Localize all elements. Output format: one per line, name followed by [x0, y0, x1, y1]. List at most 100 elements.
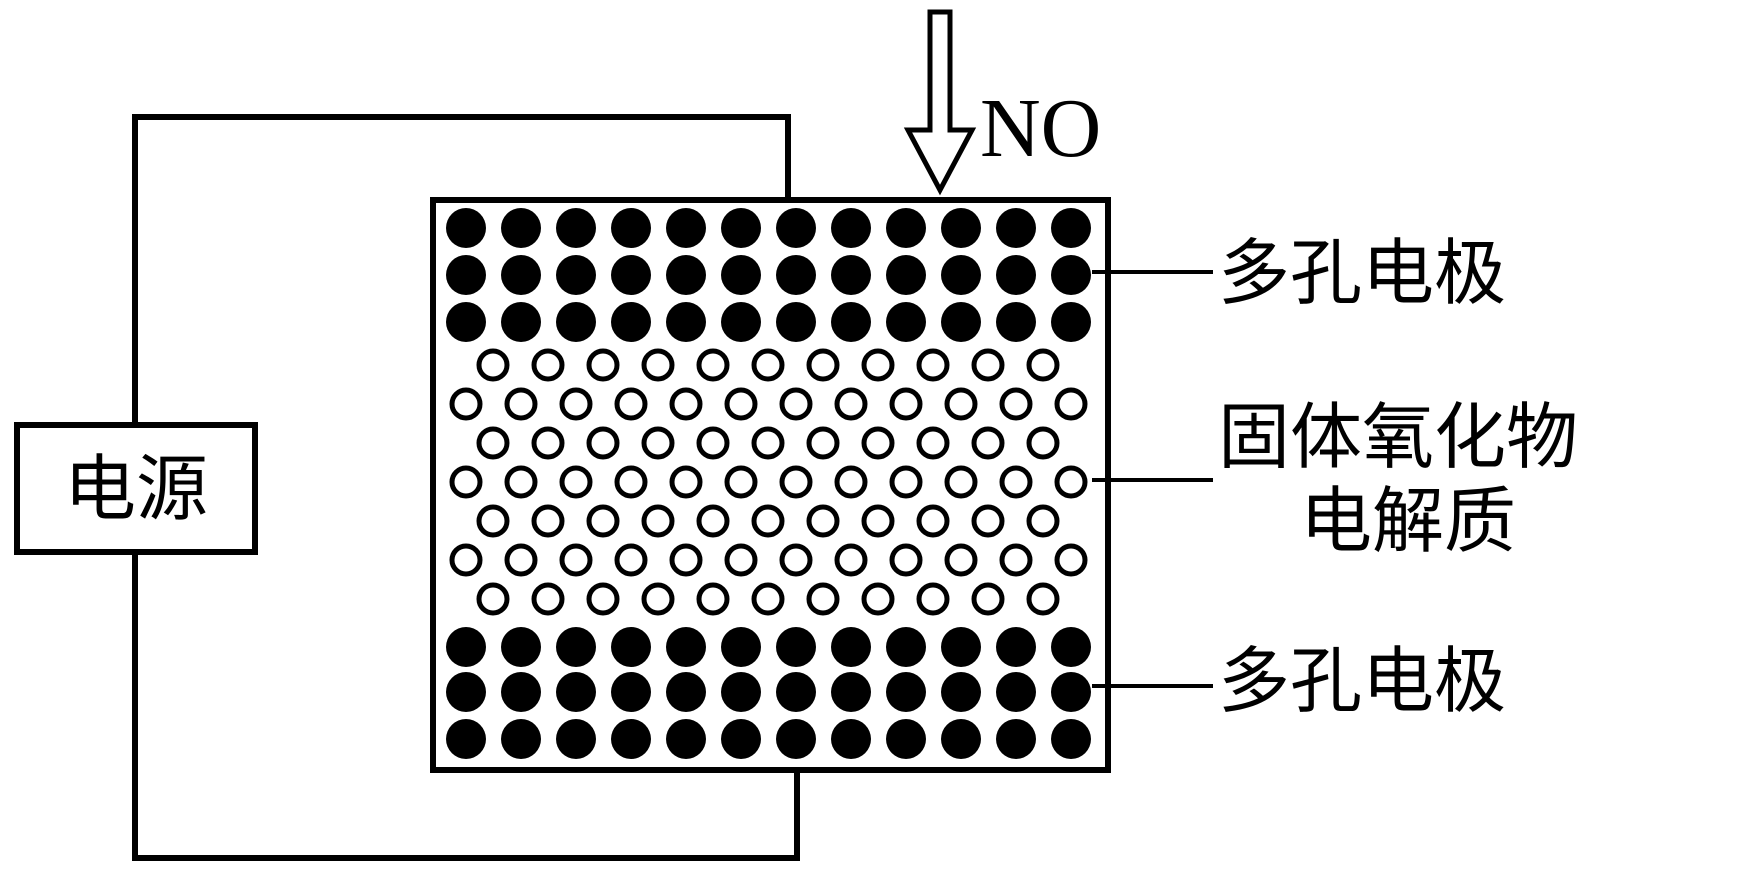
- electrode-pore: [831, 302, 871, 342]
- electrolyte-particle: [1054, 465, 1088, 499]
- electrolyte-particle: [504, 387, 538, 421]
- electrode-pore: [941, 255, 981, 295]
- electrolyte-particle: [999, 543, 1033, 577]
- electrolyte-particle: [971, 504, 1005, 538]
- electrode-pore: [996, 627, 1036, 667]
- electrode-pore: [1051, 255, 1091, 295]
- electrode-pore: [721, 302, 761, 342]
- electrode-pore: [996, 719, 1036, 759]
- electrode-pore: [886, 255, 926, 295]
- electrode-pore: [1051, 208, 1091, 248]
- electrolyte-particle: [971, 582, 1005, 616]
- electrode-pore: [611, 208, 651, 248]
- electrolyte-particle: [531, 348, 565, 382]
- power-supply-box: [14, 422, 258, 555]
- electrolyte-particle: [531, 504, 565, 538]
- cell-body: [430, 197, 1111, 773]
- electrolyte-particle: [504, 543, 538, 577]
- electrode-pore: [446, 255, 486, 295]
- electrode-pore: [941, 672, 981, 712]
- electrode-pore: [886, 208, 926, 248]
- electrolyte-particle: [449, 387, 483, 421]
- electrolyte-particle: [641, 426, 675, 460]
- electrolyte-particle: [999, 465, 1033, 499]
- electrolyte-particle: [586, 426, 620, 460]
- electrode-pore: [611, 255, 651, 295]
- electrolyte-particle: [751, 426, 785, 460]
- electrode-pore: [501, 672, 541, 712]
- electrode-pore: [886, 627, 926, 667]
- electrolyte-particle: [861, 348, 895, 382]
- electrolyte-label-line1: 固体氧化物: [1218, 395, 1578, 479]
- electrode-pore: [886, 672, 926, 712]
- electrode-pore: [501, 627, 541, 667]
- electrolyte-particle: [724, 465, 758, 499]
- solid-oxide-electrolyte: [449, 348, 1088, 616]
- no-inlet-arrow: NO: [903, 9, 1101, 196]
- top-porous-electrode: [446, 208, 1091, 342]
- electrode-pore: [501, 719, 541, 759]
- electrode-pore: [721, 255, 761, 295]
- electrolyte-particle: [861, 582, 895, 616]
- electrode-pore: [666, 719, 706, 759]
- electrode-pore: [1051, 719, 1091, 759]
- power-supply: 电源: [14, 422, 258, 555]
- electrolyte-particle: [916, 426, 950, 460]
- electrode-pore: [501, 208, 541, 248]
- electrolyte-particle: [449, 543, 483, 577]
- electrode-pore: [556, 672, 596, 712]
- electrolyte-particle: [559, 543, 593, 577]
- electrode-pore: [831, 255, 871, 295]
- electrolyte-particle: [861, 504, 895, 538]
- electrode-pore: [831, 208, 871, 248]
- electrolyte-particle: [476, 504, 510, 538]
- electrolyte-particle: [476, 426, 510, 460]
- electrolyte-particle: [834, 543, 868, 577]
- electrolyte-particle: [614, 387, 648, 421]
- electrolyte-particle: [889, 387, 923, 421]
- electrode-pore: [886, 719, 926, 759]
- electrolyte-particle: [559, 465, 593, 499]
- electrolyte-particle: [751, 582, 785, 616]
- electrode-pore: [721, 719, 761, 759]
- electrolyte-particle: [641, 504, 675, 538]
- electrode-pore: [941, 302, 981, 342]
- electrolyte-particle: [944, 387, 978, 421]
- electrode-pore: [831, 672, 871, 712]
- electrode-pore: [776, 208, 816, 248]
- power-supply-label: 电源: [64, 447, 208, 531]
- electrode-pore: [446, 672, 486, 712]
- electrolyte-particle: [916, 504, 950, 538]
- electrolyte-particle: [724, 543, 758, 577]
- electrolyte-particle: [916, 582, 950, 616]
- electrolyte-particle: [504, 465, 538, 499]
- electrolyte-particle: [669, 465, 703, 499]
- bottom-electrode-label: 多孔电极: [1218, 639, 1506, 723]
- electrolyte-particle: [971, 348, 1005, 382]
- electrolyte-particle: [614, 543, 648, 577]
- electrode-pore: [776, 719, 816, 759]
- electrolyte-particle: [806, 582, 840, 616]
- electrolyte-particle: [476, 348, 510, 382]
- electrode-pore: [776, 302, 816, 342]
- electrolyte-particle: [696, 426, 730, 460]
- electrolyte-particle: [1026, 348, 1060, 382]
- electrolyte-particle: [779, 387, 813, 421]
- electrode-pore: [446, 302, 486, 342]
- electrolyte-particle: [806, 504, 840, 538]
- electrolyte-particle: [1026, 426, 1060, 460]
- electrode-pore: [556, 719, 596, 759]
- electrode-pore: [611, 719, 651, 759]
- electrolyte-particle: [944, 465, 978, 499]
- electrolyte-particle: [641, 582, 675, 616]
- electrolyte-particle: [586, 348, 620, 382]
- electrode-pore: [666, 302, 706, 342]
- electrode-pore: [556, 255, 596, 295]
- electrode-pore: [886, 302, 926, 342]
- electrode-pore: [996, 255, 1036, 295]
- electrolyte-label-line2: 电解质: [1300, 479, 1516, 563]
- electrode-pore: [666, 627, 706, 667]
- electrode-pore: [996, 302, 1036, 342]
- electrode-pore: [611, 627, 651, 667]
- electrolyte-particle: [449, 465, 483, 499]
